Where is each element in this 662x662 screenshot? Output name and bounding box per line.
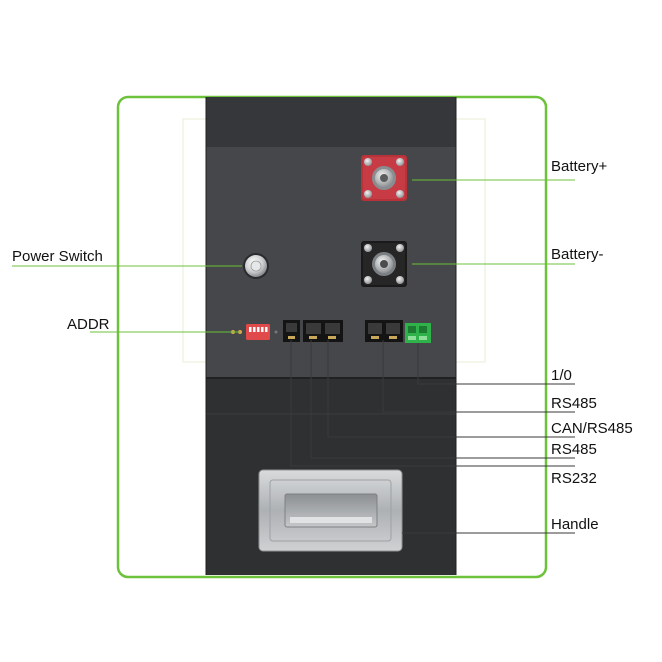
leader-rs232 xyxy=(290,340,575,467)
battery-plus-terminal xyxy=(361,155,407,201)
label-battery-plus: Battery+ xyxy=(551,158,608,175)
label-rs485-right: RS485 xyxy=(551,395,597,412)
addr-dip-switch[interactable] xyxy=(231,324,278,340)
power-switch-knob[interactable] xyxy=(243,253,269,279)
callout-labels: Battery+ Battery- Power Switch ADDR 1/0 … xyxy=(12,158,633,533)
label-io: 1/0 xyxy=(551,367,572,384)
label-power-switch: Power Switch xyxy=(12,248,103,265)
cabinet-handle[interactable] xyxy=(258,469,403,552)
label-battery-minus: Battery- xyxy=(551,246,604,263)
leader-rs485-right xyxy=(382,340,575,413)
label-can-rs485: CAN/RS485 xyxy=(551,420,633,437)
rj45-dual-port-right[interactable] xyxy=(365,320,403,342)
cabinet-top-strip xyxy=(206,97,456,149)
leader-can-rs485 xyxy=(327,340,575,438)
label-handle: Handle xyxy=(551,516,599,533)
leader-io xyxy=(417,343,575,385)
leader-rs485-left xyxy=(310,340,575,459)
rj45-dual-port-left[interactable] xyxy=(303,320,343,342)
label-rs232: RS232 xyxy=(551,470,597,487)
rs232-port[interactable] xyxy=(283,320,300,342)
label-addr: ADDR xyxy=(67,316,110,333)
label-rs485-left: RS485 xyxy=(551,441,597,458)
leader-lines xyxy=(12,179,575,534)
io-terminal-block[interactable] xyxy=(405,323,431,343)
battery-minus-terminal xyxy=(361,241,407,287)
